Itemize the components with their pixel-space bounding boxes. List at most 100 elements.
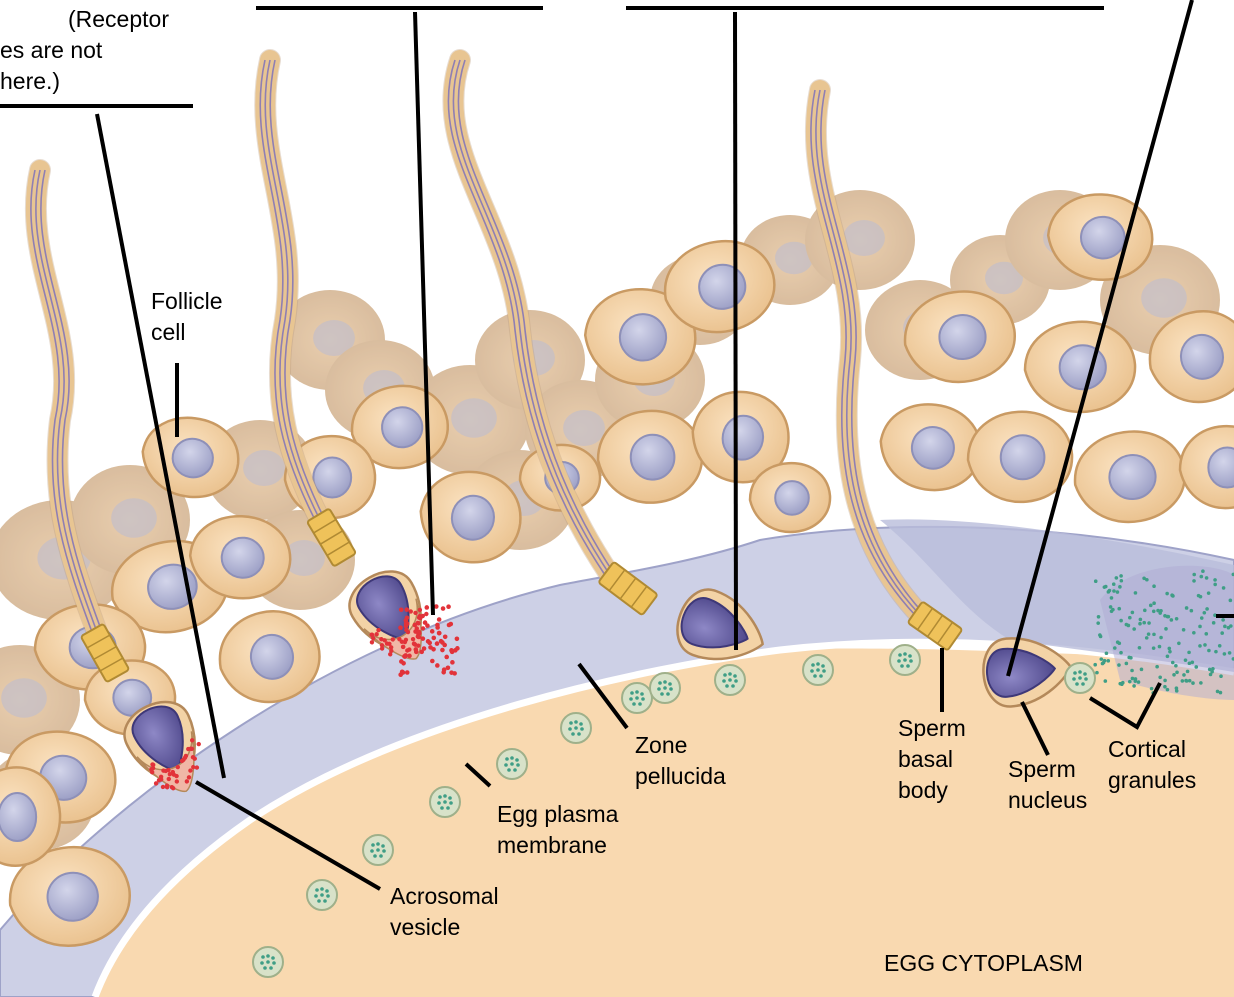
release-dot <box>1132 627 1136 631</box>
release-dot <box>1117 607 1121 611</box>
granule-dot <box>440 806 444 810</box>
receptor-note-line-3: here.) <box>0 66 169 97</box>
granule-dot <box>507 768 511 772</box>
granule-dot <box>569 721 573 725</box>
release-dot <box>1096 621 1100 625</box>
zone-pellucida-label: Zone pellucida <box>635 730 726 792</box>
cortical-granule <box>890 645 920 675</box>
granule-dot <box>728 672 732 676</box>
granule-dot <box>734 679 738 683</box>
granule-dot <box>272 961 276 965</box>
granule-dot <box>320 887 324 891</box>
egg-plasma-membrane-label: Egg plasma membrane <box>497 799 618 861</box>
acrosome-release-dot <box>440 640 445 645</box>
granule-dot <box>371 843 375 847</box>
release-dot <box>1186 670 1190 674</box>
acrosome-release-dot <box>455 636 460 641</box>
release-dot <box>1194 665 1198 669</box>
release-dot <box>1118 585 1122 589</box>
acrosome-release-dot <box>430 629 435 634</box>
release-dot <box>1110 596 1114 600</box>
cortical-granule <box>715 665 745 695</box>
granule-dot <box>449 801 453 805</box>
granule-dot <box>260 961 264 965</box>
acrosomal-vesicle-line-1: Acrosomal <box>390 881 499 912</box>
release-dot <box>1159 636 1163 640</box>
release-dot <box>1207 591 1211 595</box>
cortical-granule <box>363 835 393 865</box>
granule-dot <box>640 692 644 696</box>
release-dot <box>1221 618 1225 622</box>
release-dot <box>1205 576 1209 580</box>
release-dot <box>1228 651 1232 655</box>
granule-dot <box>909 659 913 663</box>
acrosome-release-dot <box>419 650 424 655</box>
acrosome-release-dot <box>435 641 440 646</box>
release-dot <box>1131 677 1135 681</box>
release-dot <box>1219 674 1223 678</box>
release-dot <box>1099 657 1103 661</box>
release-dot <box>1149 604 1153 608</box>
cortical-granule <box>561 713 591 743</box>
acrosome-release-dot <box>407 654 412 659</box>
follicle-cell <box>1025 322 1135 412</box>
granule-dot <box>629 697 633 701</box>
release-dot <box>1170 593 1174 597</box>
granule-dot <box>261 955 265 959</box>
release-dot <box>1104 679 1108 683</box>
granule-dot <box>326 894 330 898</box>
granule-dot <box>731 684 735 688</box>
granule-dot <box>668 682 672 686</box>
granule-dot <box>641 697 645 701</box>
acrosome-release-dot <box>421 636 426 641</box>
granule-dot <box>376 842 380 846</box>
release-dot <box>1115 576 1119 580</box>
acrosome-release-dot <box>452 671 457 676</box>
follicle-cell-nucleus <box>313 458 351 498</box>
acrosome-release-dot <box>446 604 451 609</box>
granule-dot <box>438 795 442 799</box>
acrosome-release-dot <box>405 607 410 612</box>
granule-dot <box>314 894 318 898</box>
granule-dot <box>376 848 380 852</box>
sperm-basal-body-line-2: basal <box>898 744 966 775</box>
granule-dot <box>822 669 826 673</box>
granule-dot <box>510 756 514 760</box>
acrosome-release-dot <box>437 631 442 636</box>
release-dot <box>1116 590 1120 594</box>
release-dot <box>1166 654 1170 658</box>
background-cell-nucleus <box>451 398 497 438</box>
release-dot <box>1132 684 1136 688</box>
release-dot <box>1125 662 1129 666</box>
background-cell-nucleus <box>1141 278 1187 318</box>
acrosome-release-dot <box>404 628 409 633</box>
release-dot <box>1220 631 1224 635</box>
release-dot <box>1152 610 1156 614</box>
acrosome-release-dot <box>402 654 407 659</box>
granule-dot <box>1078 676 1082 680</box>
granule-dot <box>658 681 662 685</box>
granule-dot <box>903 652 907 656</box>
granule-dot <box>810 669 814 673</box>
granule-dot <box>657 687 661 691</box>
granule-dot <box>663 680 667 684</box>
release-dot <box>1218 644 1222 648</box>
granule-dot <box>266 954 270 958</box>
granule-dot <box>448 796 452 800</box>
release-dot <box>1098 633 1102 637</box>
release-dot <box>1166 688 1170 692</box>
acrosome-release-dot <box>412 623 417 628</box>
follicle-cell-nucleus <box>631 435 675 480</box>
granule-dot <box>382 849 386 853</box>
acrosome-release-dot <box>418 616 423 621</box>
acrosome-release-dot <box>447 623 452 628</box>
release-dot <box>1158 611 1162 615</box>
granule-dot <box>819 674 823 678</box>
release-dot <box>1223 652 1227 656</box>
egg-cytoplasm-label: EGG CYTOPLASM <box>884 948 1083 979</box>
receptor-note-label: (Receptor es are not here.) <box>10 4 169 97</box>
release-dot <box>1129 656 1133 660</box>
acrosome-release-dot <box>443 634 448 639</box>
release-dot <box>1192 631 1196 635</box>
release-dot <box>1167 647 1171 651</box>
